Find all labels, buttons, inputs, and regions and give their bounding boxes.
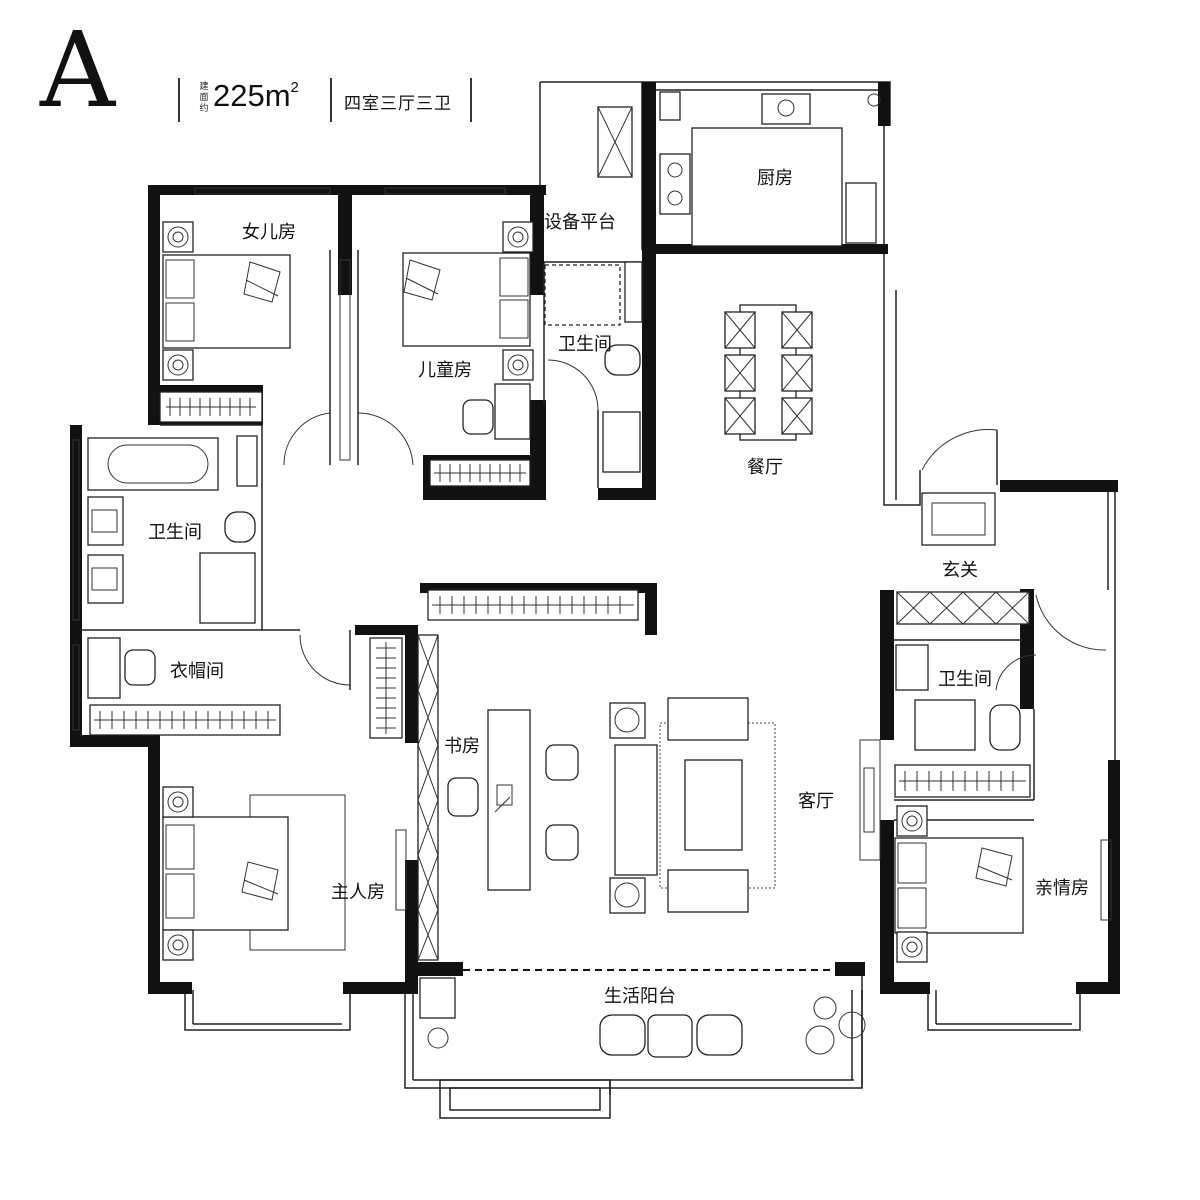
label-entrance: 玄关 bbox=[942, 560, 978, 581]
area-unit-superscript: 2 bbox=[290, 79, 299, 96]
balcony-furniture bbox=[419, 977, 866, 1058]
divider bbox=[470, 78, 472, 122]
label-bathroom-top: 卫生间 bbox=[558, 334, 612, 355]
divider bbox=[178, 78, 180, 122]
label-cloakroom: 衣帽间 bbox=[170, 661, 224, 682]
divider bbox=[330, 78, 332, 122]
area-value: 225m2 bbox=[213, 78, 299, 114]
label-bathroom-left: 卫生间 bbox=[148, 522, 202, 543]
label-dining-room: 餐厅 bbox=[747, 457, 783, 478]
desks-chairs bbox=[87, 383, 579, 891]
area-number: 225m bbox=[213, 78, 291, 113]
label-bathroom-right: 卫生间 bbox=[938, 669, 992, 690]
wardrobes bbox=[89, 391, 1031, 961]
label-equipment-platform: 设备平台 bbox=[544, 212, 616, 233]
label-family-room: 亲情房 bbox=[1035, 878, 1089, 899]
bathroom-fixtures bbox=[87, 261, 1021, 751]
room-labels: 女儿房 儿童房 设备平台 厨房 卫生间 餐厅 玄关 卫生间 衣帽间 书房 客厅 … bbox=[148, 168, 1089, 1007]
layout-description: 四室三厅三卫 bbox=[344, 94, 452, 114]
label-kids-room: 儿童房 bbox=[418, 360, 472, 381]
label-balcony: 生活阳台 bbox=[604, 986, 676, 1007]
living-room-furniture bbox=[614, 492, 996, 913]
label-living-room: 客厅 bbox=[798, 791, 834, 812]
plan-header: A 建面约 225m2 四室三厅三卫 bbox=[0, 0, 1200, 140]
label-kitchen: 厨房 bbox=[757, 168, 793, 189]
bedside-lamps bbox=[162, 221, 928, 1049]
label-study: 书房 bbox=[444, 736, 480, 757]
label-daughter-room: 女儿房 bbox=[242, 222, 296, 243]
label-master-room: 主人房 bbox=[331, 882, 385, 903]
beds bbox=[162, 252, 1024, 951]
area-caption: 建面约 bbox=[199, 82, 209, 114]
kitchen-fixtures bbox=[597, 91, 881, 247]
windows bbox=[72, 187, 1112, 921]
unit-type-letter: A bbox=[40, 9, 116, 131]
dining-table bbox=[724, 304, 813, 441]
